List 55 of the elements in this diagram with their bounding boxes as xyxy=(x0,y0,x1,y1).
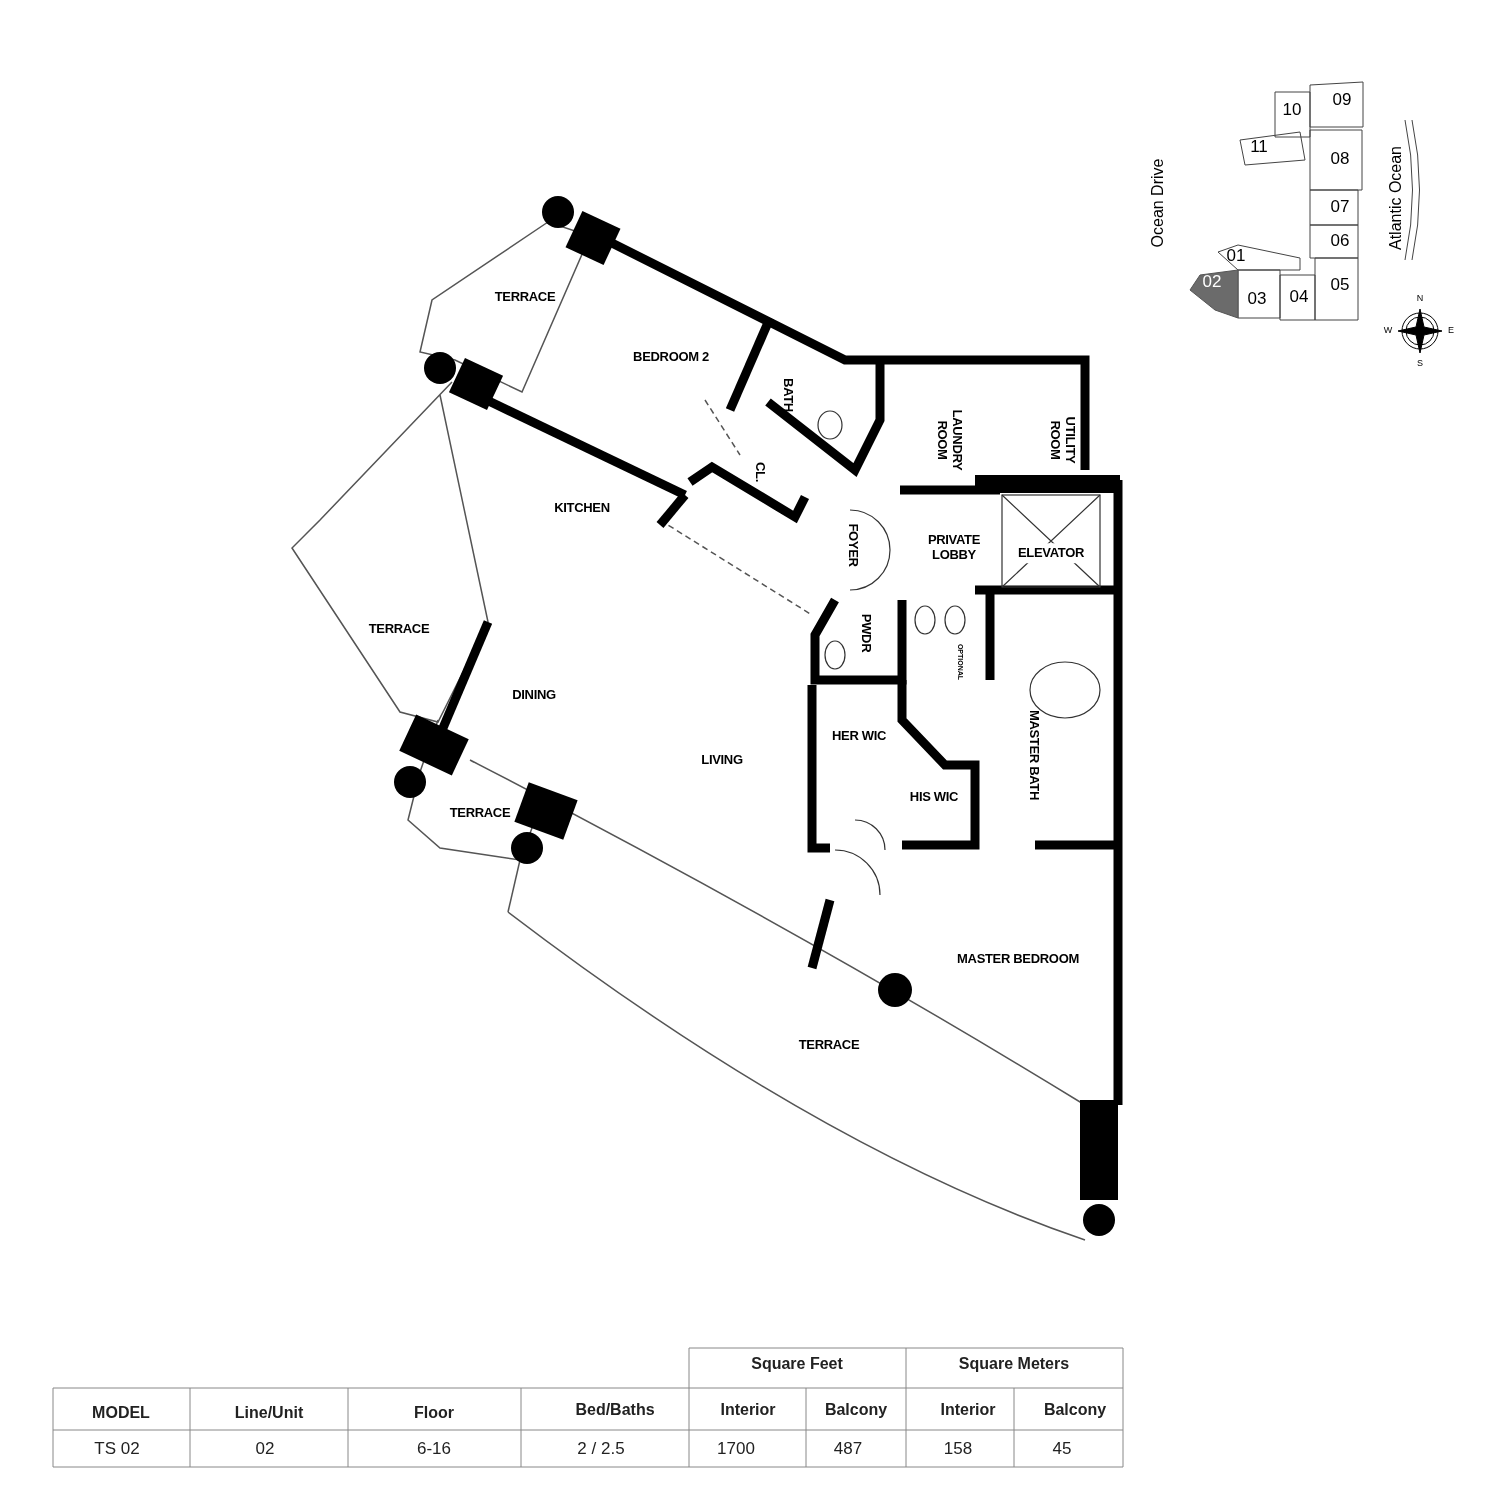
room-label: PRIVATE LOBBY xyxy=(926,532,982,562)
street-label: Atlantic Ocean xyxy=(1386,145,1405,251)
room-label: ELEVATOR xyxy=(1016,543,1086,563)
table-header: Balcony xyxy=(1043,1400,1107,1420)
unit-number: 02 xyxy=(1202,271,1222,294)
compass-letter: E xyxy=(1448,324,1454,338)
room-label: MASTER BEDROOM xyxy=(957,950,1079,969)
compass-letter: W xyxy=(1383,324,1393,338)
room-label: FOYER xyxy=(844,523,862,567)
unit-number: 07 xyxy=(1330,196,1350,219)
unit-number: 01 xyxy=(1226,245,1246,268)
room-label: BATH xyxy=(779,378,797,412)
compass-letter: S xyxy=(1417,357,1423,371)
room-label: BEDROOM 2 xyxy=(633,348,709,367)
street-label: Ocean Drive xyxy=(1148,158,1167,248)
unit-number: 10 xyxy=(1282,99,1302,122)
table-header: Line/Unit xyxy=(234,1403,304,1423)
table-cell-text: 158 xyxy=(943,1438,973,1461)
room-label: TERRACE xyxy=(368,620,430,639)
room-label: TERRACE xyxy=(798,1036,860,1055)
room-label: CL. xyxy=(751,462,769,482)
unit-number: 11 xyxy=(1250,136,1268,159)
table-header: Bed/Baths xyxy=(575,1400,655,1420)
table-header: Square Meters xyxy=(958,1354,1070,1374)
room-label: UTILITY ROOM xyxy=(1048,415,1078,466)
table-header: Interior xyxy=(720,1400,776,1420)
table-header: Square Feet xyxy=(751,1354,843,1374)
room-label: DINING xyxy=(512,686,556,705)
room-label: PWDR xyxy=(857,613,875,653)
compass-letter: N xyxy=(1416,292,1424,306)
table-header: Balcony xyxy=(824,1400,888,1420)
table-header: Floor xyxy=(414,1403,454,1423)
room-label: LIVING xyxy=(701,751,743,770)
table-header: Interior xyxy=(940,1400,996,1420)
unit-number: 08 xyxy=(1330,148,1350,171)
room-label: MASTER BATH xyxy=(1025,709,1043,801)
table-cell-text: 02 xyxy=(255,1438,275,1461)
table-cell-text: 2 / 2.5 xyxy=(577,1438,625,1461)
table-cell-text: 487 xyxy=(833,1438,863,1461)
table-cell-text: 1700 xyxy=(717,1438,755,1461)
room-label: LAUNDRY ROOM xyxy=(935,408,965,473)
unit-number: 03 xyxy=(1247,288,1267,311)
unit-number: 04 xyxy=(1289,286,1309,309)
room-label: TERRACE xyxy=(494,288,556,307)
room-label: KITCHEN xyxy=(554,499,610,518)
table-header: MODEL xyxy=(92,1403,150,1423)
room-label: TERRACE xyxy=(449,804,511,823)
unit-number: 05 xyxy=(1330,274,1350,297)
unit-number: 09 xyxy=(1332,89,1352,112)
room-label: HER WIC xyxy=(831,727,887,746)
unit-number: 06 xyxy=(1330,230,1350,253)
table-cell-text: 45 xyxy=(1052,1438,1072,1461)
table-cell-text: 6-16 xyxy=(417,1438,451,1461)
table-cell-text: TS 02 xyxy=(94,1438,140,1461)
room-label: HIS WIC xyxy=(909,788,959,807)
